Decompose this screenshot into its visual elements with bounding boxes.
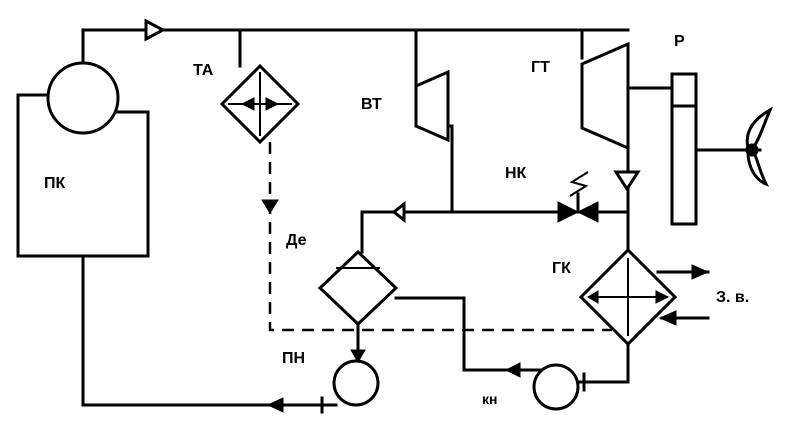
control-valve-nk bbox=[557, 171, 599, 223]
steam-boiler bbox=[16, 61, 150, 258]
heat-exchanger-ta bbox=[219, 63, 301, 145]
feed-water-arrow bbox=[266, 397, 284, 413]
deaerator-feed-line bbox=[360, 210, 390, 254]
condenser-outlet-line bbox=[576, 342, 630, 384]
label-reducer: Р bbox=[674, 33, 685, 50]
label-condenser: ГК bbox=[552, 260, 571, 277]
label-main-turbine: ГТ bbox=[531, 59, 550, 76]
feed-water-line bbox=[81, 254, 338, 407]
reduction-gear bbox=[670, 72, 698, 226]
vt-exhaust-line bbox=[446, 124, 454, 214]
main-steam-line bbox=[81, 28, 630, 65]
main-condenser-gk bbox=[578, 247, 678, 347]
condensate-arrow bbox=[504, 362, 521, 378]
deaerator bbox=[317, 249, 399, 327]
flow-arrow-main bbox=[144, 18, 167, 42]
label-boiler: ПК bbox=[44, 175, 66, 192]
label-valve: НК bbox=[505, 165, 527, 182]
propeller-icon bbox=[745, 106, 774, 187]
pump-inlet-arrow bbox=[350, 349, 366, 363]
label-deaerator: Де bbox=[286, 232, 307, 249]
label-hp-turbine: ВТ bbox=[361, 96, 382, 113]
exhaust-arrow bbox=[613, 170, 641, 192]
turbine-gt bbox=[580, 41, 630, 151]
ta-condensate-line bbox=[268, 142, 612, 332]
boiler-drum bbox=[46, 61, 120, 135]
turbine-vt bbox=[414, 69, 450, 143]
label-feed-pump: ПН bbox=[282, 350, 305, 367]
label-sea-water: З. в. bbox=[716, 289, 749, 306]
condensate-pump-kn bbox=[532, 363, 580, 411]
feed-pump-pn bbox=[332, 359, 380, 407]
condensate-line bbox=[394, 296, 542, 372]
label-condensate-pump: кн bbox=[482, 391, 497, 407]
label-heat-exchanger: ТА bbox=[193, 62, 214, 79]
bypass-arrow bbox=[391, 200, 406, 224]
drain-arrow bbox=[261, 199, 279, 214]
